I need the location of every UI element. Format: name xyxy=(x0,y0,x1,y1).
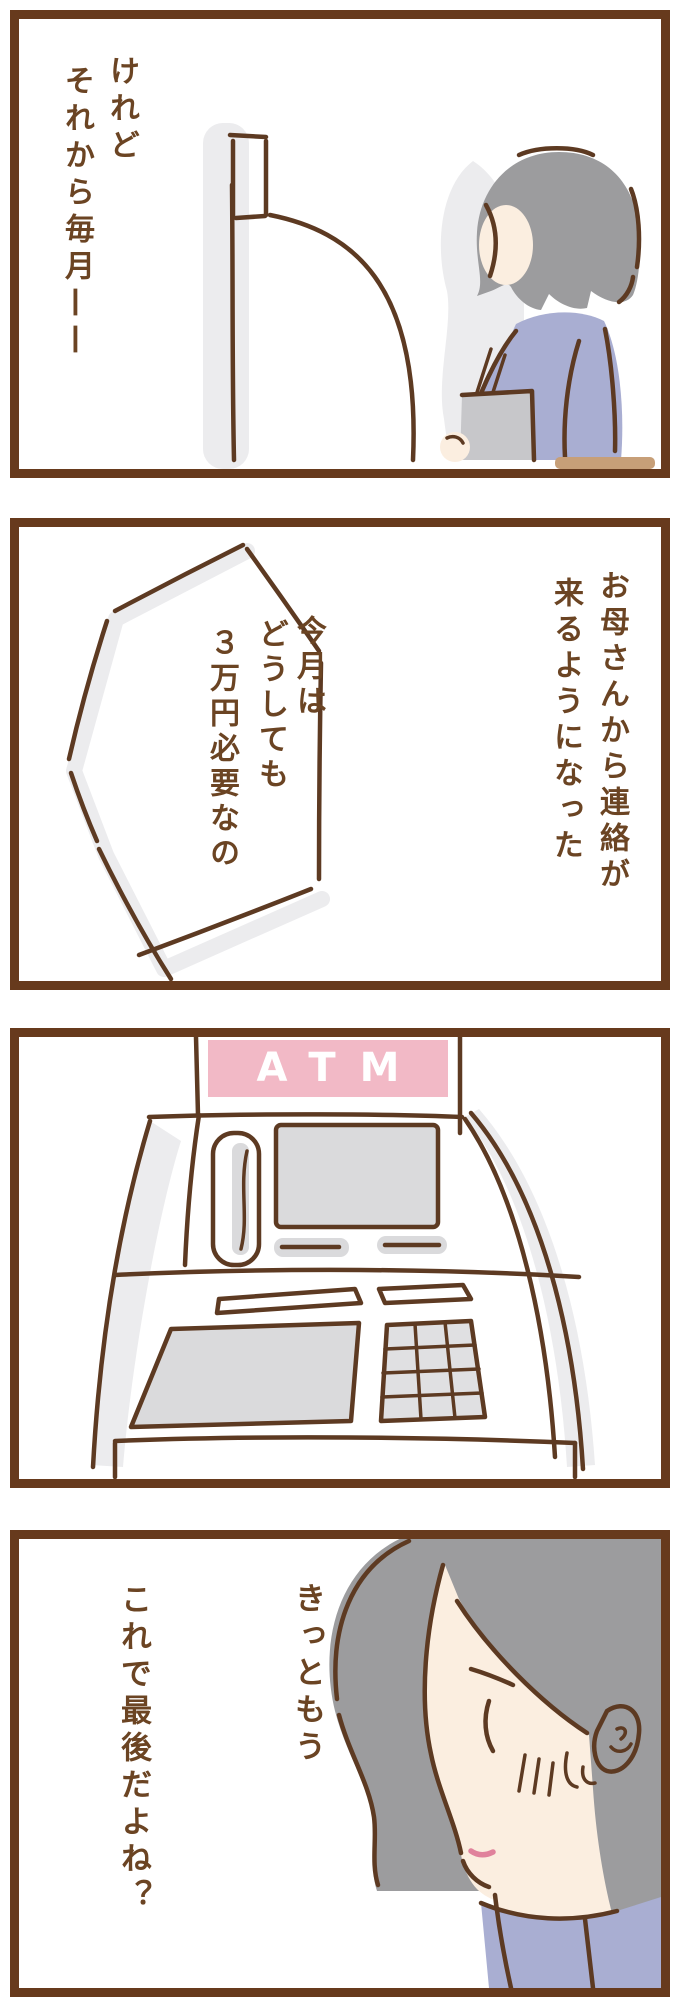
atm-side-walls xyxy=(90,1109,595,1472)
narration-line-2: それから毎月—— xyxy=(59,65,94,361)
speech-bubble xyxy=(66,542,330,981)
atm-sign xyxy=(146,1037,465,1136)
woman-collar xyxy=(481,1897,661,1988)
panel-4: きっともう これで最後だよね？ xyxy=(10,1530,670,1997)
phone-handset-icon xyxy=(210,1130,262,1268)
worry-lines xyxy=(517,1751,597,1797)
woman-at-atm-illustration xyxy=(203,123,655,469)
woman-figure xyxy=(440,146,655,469)
woman-eye xyxy=(483,1698,496,1754)
narration-line-1: お母さんから連絡が xyxy=(594,570,629,894)
handbag xyxy=(460,391,534,460)
panel-3: ATM xyxy=(10,1028,670,1488)
woman-head xyxy=(329,1539,661,1988)
atm-tray xyxy=(131,1323,359,1427)
atm-lower-deck xyxy=(112,1267,582,1479)
narration-line-2: 来るようになった xyxy=(548,577,583,865)
speech-line-2: どうしても xyxy=(253,618,288,793)
panel-1: けれど それから毎月—— xyxy=(10,10,670,478)
woman-face xyxy=(479,205,533,285)
atm-side-view xyxy=(203,123,416,469)
panel-2: お母さんから連絡が 来るようになった 今月は どうしても ３万円必要なの xyxy=(10,518,670,990)
narration-line-1: けれど xyxy=(104,55,139,166)
atm-keypad xyxy=(378,1318,488,1424)
monologue-line-2: これで最後だよね？ xyxy=(115,1583,151,1916)
atm-slots xyxy=(274,1236,447,1257)
woman-ear xyxy=(592,1704,642,1774)
atm-sign-label: ATM xyxy=(256,1045,424,1091)
speech-line-3: ３万円必要なの xyxy=(204,627,239,872)
speech-line-1: 今月は xyxy=(291,615,326,720)
speech-bubble-tail xyxy=(96,846,174,981)
atm-screen xyxy=(273,1122,441,1230)
woman-face-closeup xyxy=(329,1539,661,1988)
monologue-line-1: きっともう xyxy=(289,1582,325,1767)
woman-eyebrow xyxy=(468,1666,516,1688)
speech-bubble-illustration xyxy=(66,542,330,981)
atm-machine-illustration xyxy=(90,1037,595,1479)
woman-mouth xyxy=(468,1848,496,1858)
